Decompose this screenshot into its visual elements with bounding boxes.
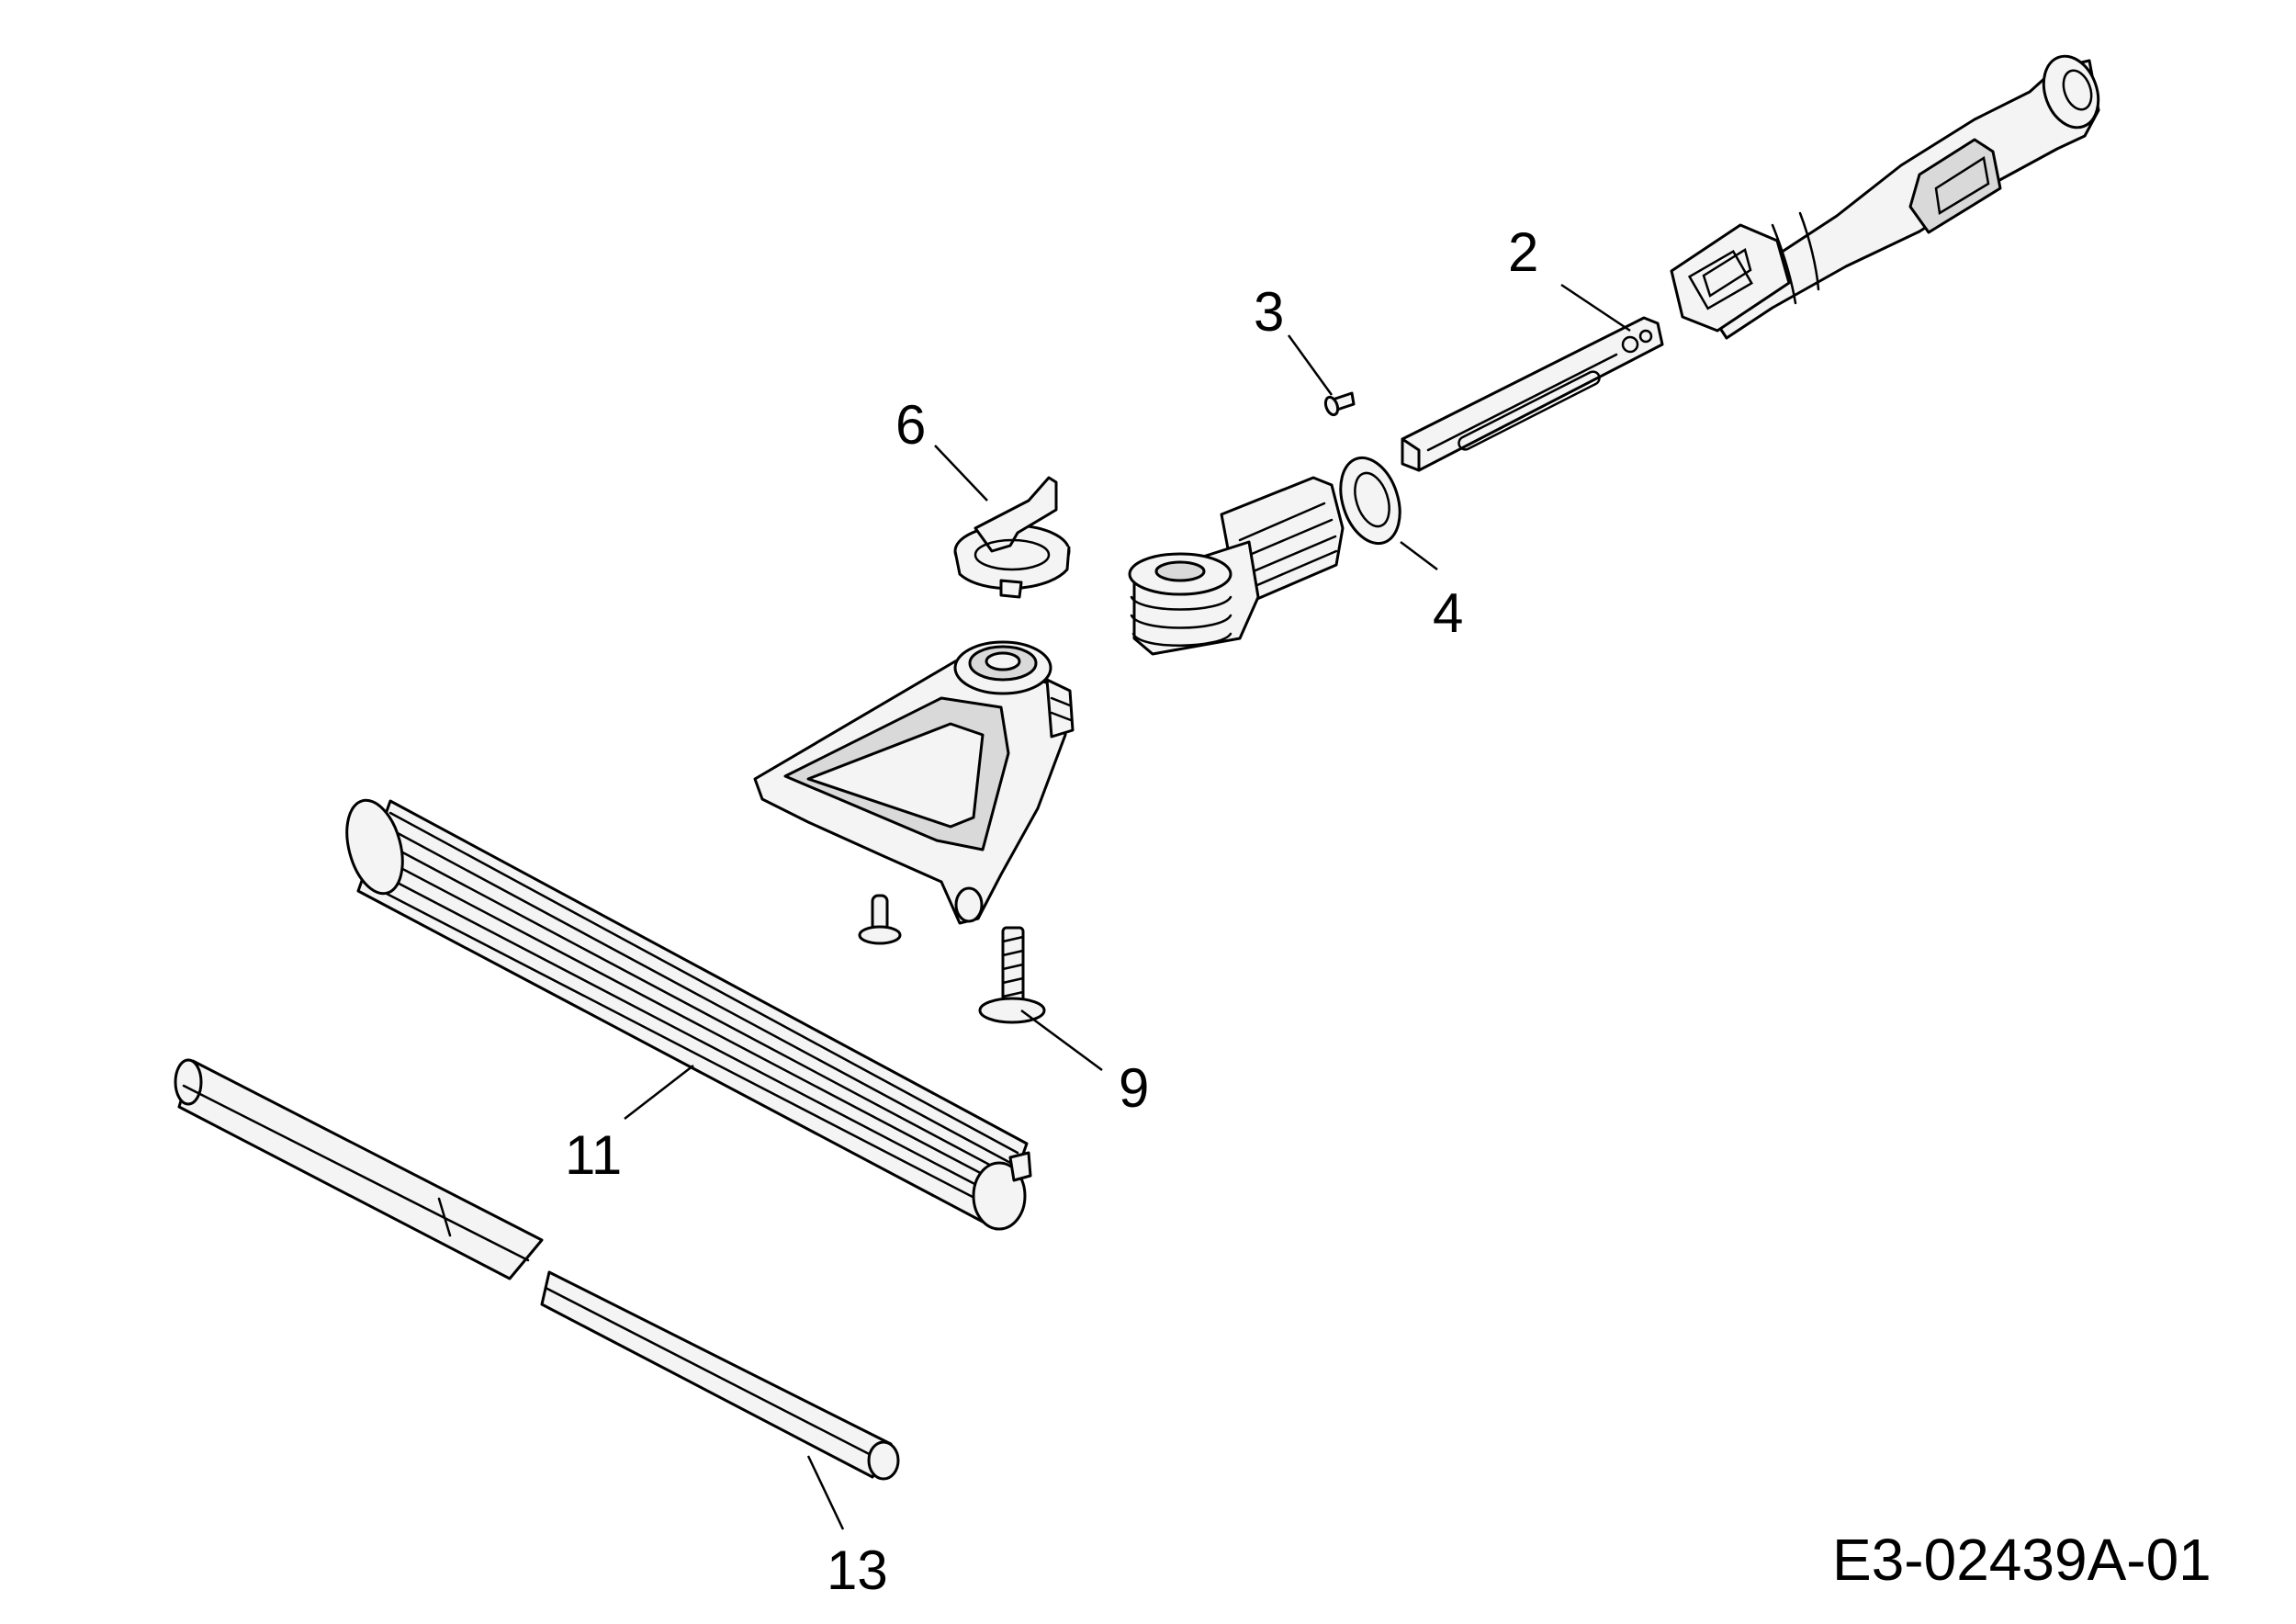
leader-13 [806, 1455, 845, 1530]
roller-part-11 [345, 798, 1032, 1231]
leader-4 [1400, 541, 1438, 570]
screw-part-3 [1323, 391, 1356, 417]
small-screw [858, 894, 902, 945]
callout-4: 4 [1433, 582, 1463, 644]
callout-9: 9 [1119, 1057, 1149, 1119]
callout-3: 3 [1254, 281, 1284, 343]
callout-6: 6 [895, 394, 926, 456]
handle-grip [1670, 54, 2100, 340]
ring-part-4 [1339, 456, 1401, 546]
leader-lines [624, 283, 1631, 1530]
slotted-bar-part-2 [1401, 316, 1664, 472]
squeegee-bracket [753, 640, 1075, 925]
leader-9 [1020, 1009, 1103, 1072]
callout-2: 2 [1508, 221, 1538, 283]
joint-connector [1128, 476, 1345, 656]
pole-part-13 [174, 1058, 900, 1481]
callout-11: 11 [565, 1124, 622, 1186]
leader-3 [1287, 334, 1334, 396]
leader-11 [624, 1065, 694, 1120]
leader-2 [1560, 283, 1631, 333]
bolt-part-9 [978, 926, 1046, 1024]
knob-part-6 [953, 476, 1071, 599]
document-id: E3-02439A-01 [1832, 1527, 2212, 1593]
leader-6 [934, 445, 988, 502]
callout-13: 13 [827, 1539, 888, 1601]
